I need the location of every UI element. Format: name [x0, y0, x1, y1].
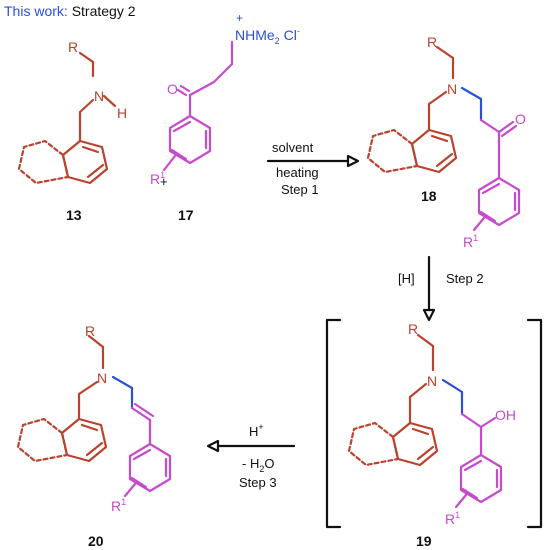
compound-18-n-atom: N [447, 81, 457, 97]
step3-reagent: H+ [249, 422, 264, 439]
step3-line3: Step 3 [239, 475, 277, 490]
compound-13-label: 13 [66, 207, 82, 223]
compound-17-structure: O NHMe2 Cl- + R1 [150, 11, 300, 187]
intermediate-brackets [325, 318, 543, 529]
compound-20-n-atom: N [97, 370, 107, 386]
compound-13-n-atom: N [94, 88, 104, 104]
compound-17-amine-salt: NHMe2 Cl- [235, 26, 300, 46]
step1-line2: heating [276, 165, 319, 180]
compound-20-structure: N R R1 [16, 323, 172, 514]
compound-19-r-group: R [408, 321, 418, 337]
step1-arrow [266, 154, 360, 168]
compound-19-structure: N OH R R1 [347, 321, 516, 527]
step3-arrow [206, 439, 296, 453]
step1-line3: Step 1 [281, 182, 319, 197]
compound-18-r-group: R [427, 34, 437, 50]
compound-19-oh-group: OH [495, 407, 516, 423]
compound-17-r1-group: R1 [150, 170, 165, 187]
plus-sign: + [160, 174, 168, 189]
compound-18-o-atom: O [515, 111, 526, 127]
step3-line2: - H2O [242, 456, 274, 474]
compound-19-n-atom: N [427, 373, 437, 389]
step2-reagent: [H] [398, 271, 415, 286]
compound-20-r-group: R [85, 323, 95, 339]
compound-19-r1-group: R1 [445, 510, 460, 527]
step1-line1: solvent [272, 140, 314, 155]
compound-13-h-atom: H [117, 105, 127, 121]
header-title: This work: Strategy 2 [4, 3, 136, 19]
compound-20-label: 20 [88, 533, 104, 549]
compound-18-label: 18 [421, 188, 437, 204]
compound-18-r1-group: R1 [463, 233, 478, 250]
compound-19-label: 19 [416, 533, 432, 549]
compound-17-plus-charge: + [236, 11, 243, 25]
step2-arrow [422, 255, 436, 322]
compound-13-structure: N H R [17, 39, 127, 185]
compound-17-label: 17 [178, 207, 194, 223]
step2-label: Step 2 [446, 271, 484, 286]
compound-13-r-group: R [68, 39, 78, 55]
compound-17-o-atom: O [167, 81, 178, 97]
compound-18-structure: N O R R1 [366, 34, 526, 250]
compound-20-r1-group: R1 [111, 497, 126, 514]
